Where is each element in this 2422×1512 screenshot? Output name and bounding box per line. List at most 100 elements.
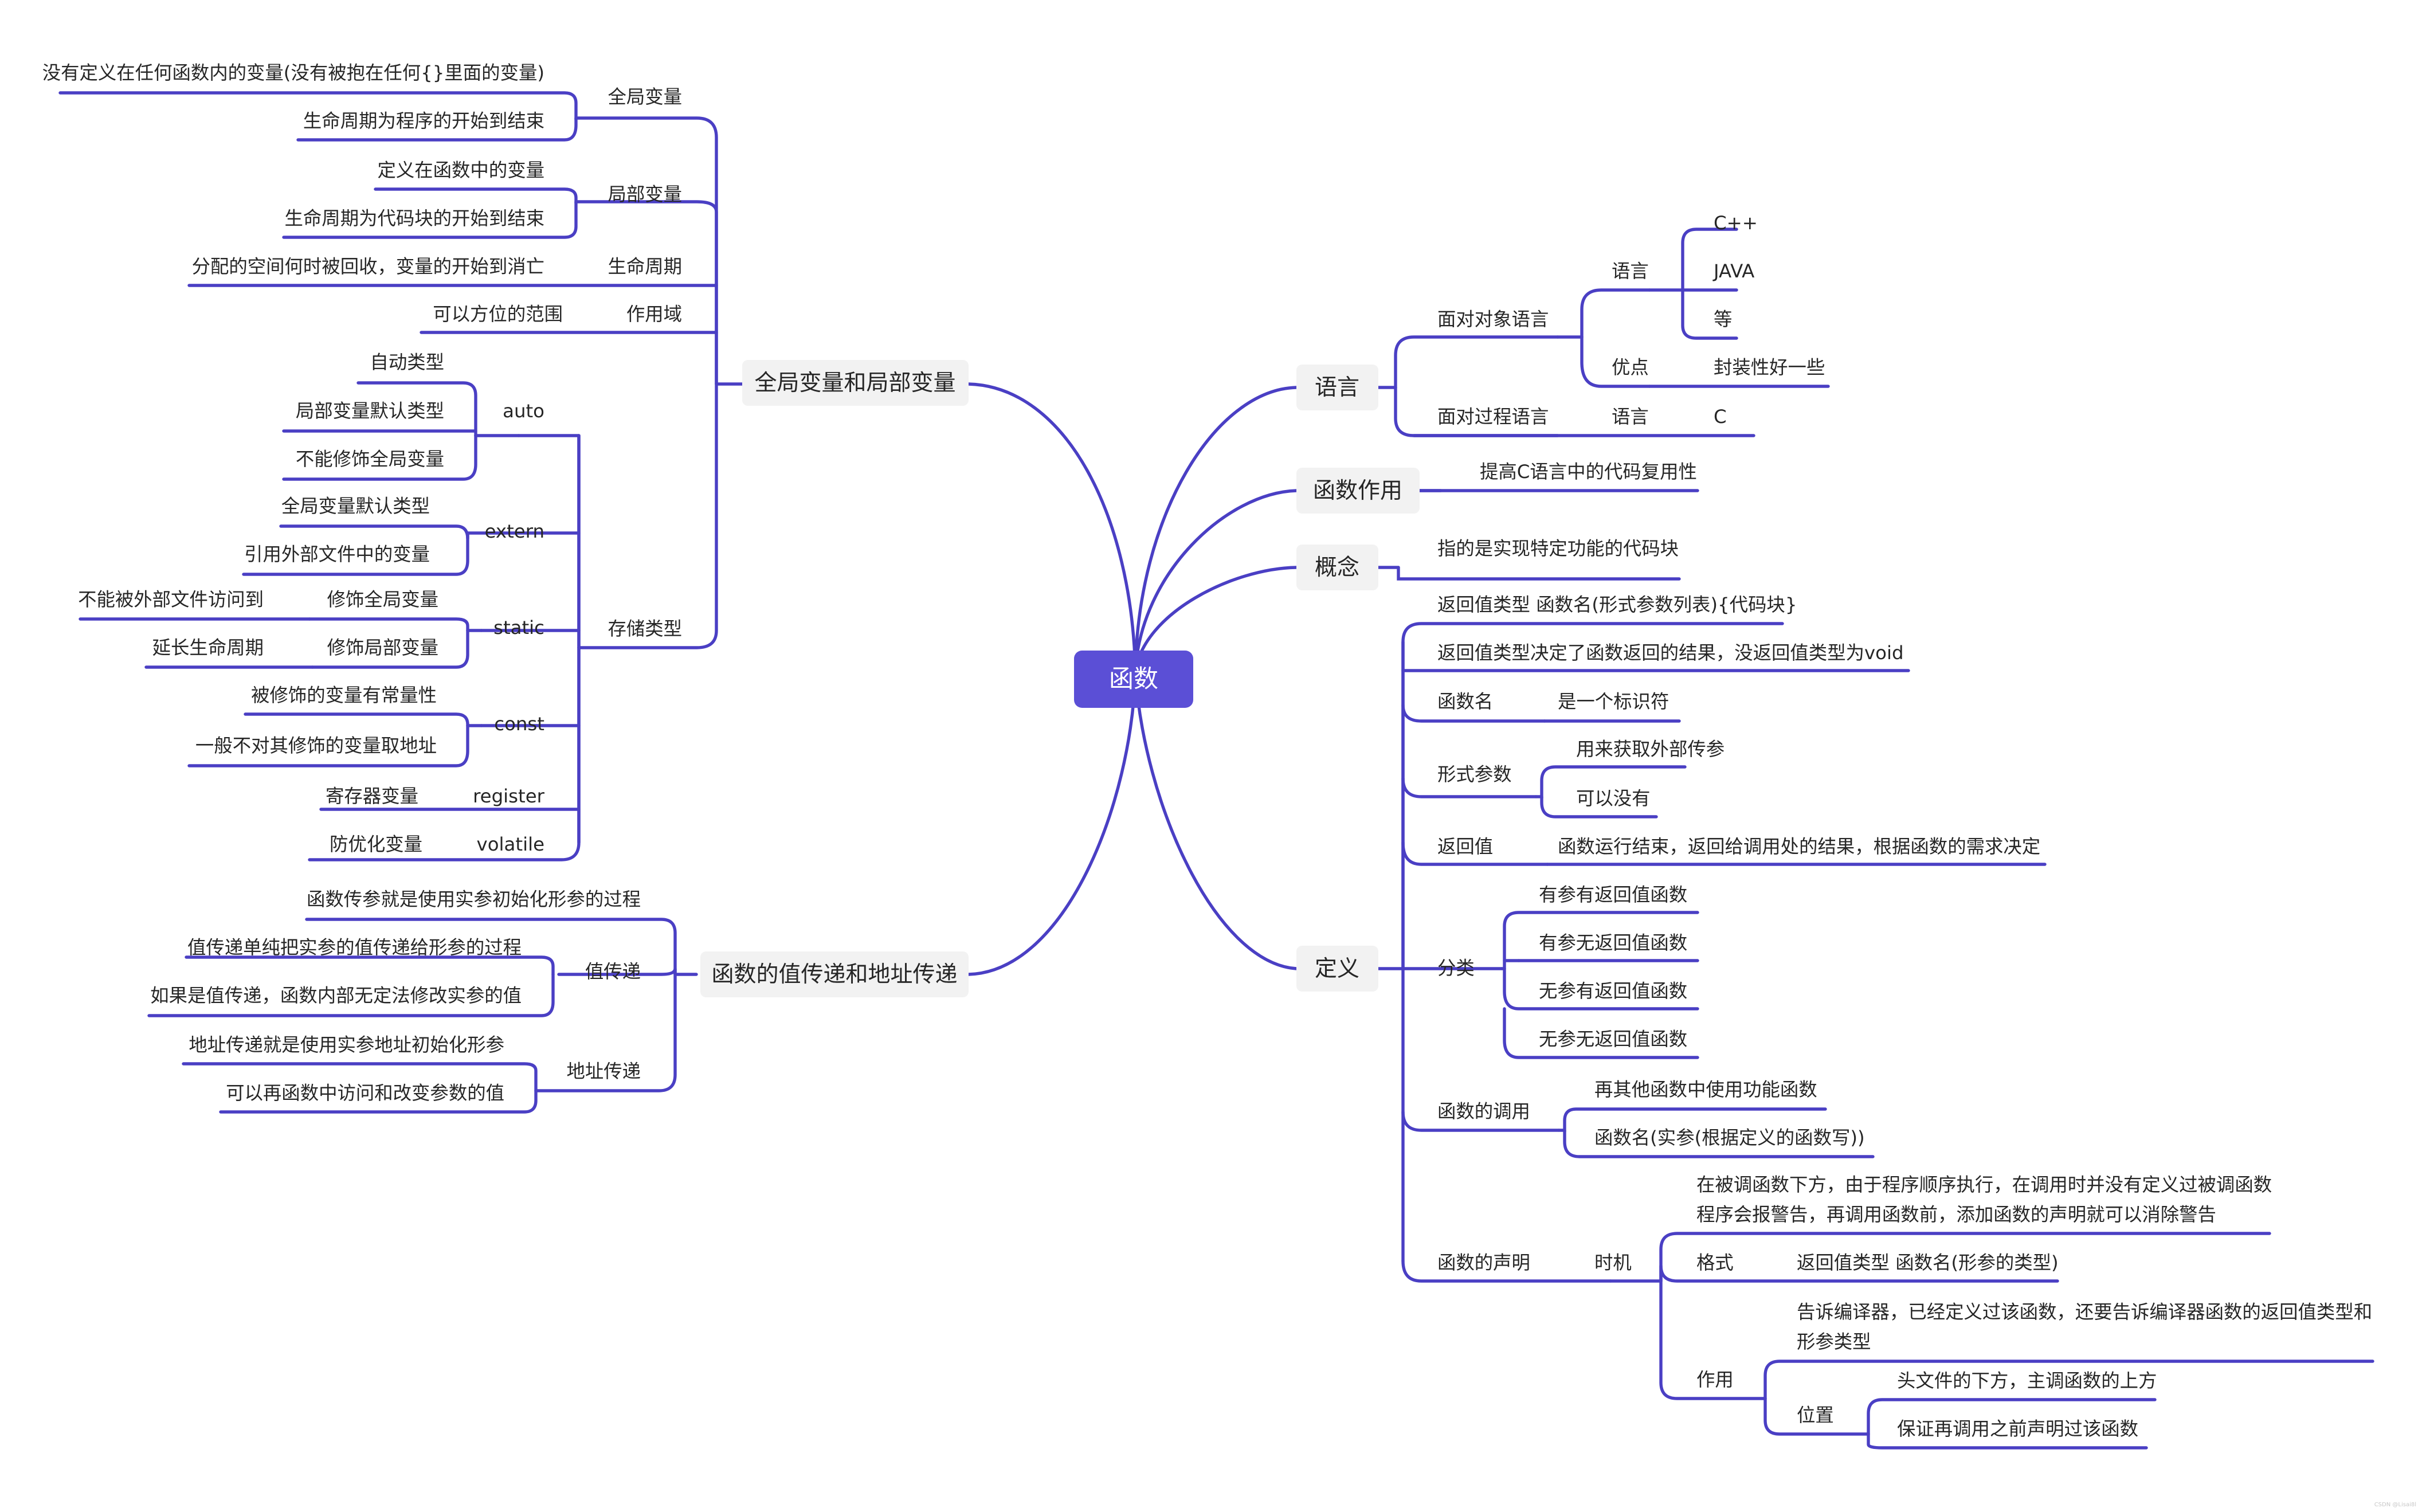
node-def-classify-1[interactable]: 有参有返回值函数 bbox=[1539, 884, 1687, 906]
node-by-value[interactable]: 值传递 bbox=[585, 961, 641, 982]
root-node-box bbox=[1074, 651, 1193, 708]
node-by-value-1[interactable]: 值传递单纯把实参的值传递给形参的过程 bbox=[187, 937, 522, 958]
node-storage[interactable]: 存储类型 bbox=[608, 618, 682, 640]
node-auto-2[interactable]: 局部变量默认类型 bbox=[296, 400, 444, 422]
branch-language[interactable]: 语言 bbox=[1296, 365, 1378, 410]
branch-definition-label: 定义 bbox=[1315, 956, 1359, 982]
branch-global-local-label: 全局变量和局部变量 bbox=[754, 370, 955, 396]
node-def-return-type[interactable]: 返回值类型决定了函数返回的结果，没返回值类型为void bbox=[1437, 642, 1904, 664]
branch-box bbox=[1296, 365, 1378, 410]
branch-box bbox=[1296, 946, 1378, 992]
node-etc[interactable]: 等 bbox=[1714, 308, 1732, 330]
node-global-var[interactable]: 全局变量 bbox=[608, 86, 682, 108]
node-def-timing-line1[interactable]: 在被调函数下方，由于程序顺序执行，在调用时并没有定义过被调函数 bbox=[1696, 1174, 2272, 1196]
node-by-address-2[interactable]: 可以再函数中访问和改变参数的值 bbox=[226, 1082, 504, 1104]
node-auto[interactable]: auto bbox=[503, 400, 544, 422]
node-def-func-name-desc[interactable]: 是一个标识符 bbox=[1558, 691, 1669, 712]
node-static-local-desc[interactable]: 延长生命周期 bbox=[152, 637, 264, 659]
node-lifecycle-desc[interactable]: 分配的空间何时被回收，变量的开始到消亡 bbox=[192, 256, 544, 277]
node-oop[interactable]: 面对对象语言 bbox=[1437, 308, 1549, 330]
node-def-params-1[interactable]: 用来获取外部传参 bbox=[1576, 738, 1725, 760]
node-auto-1[interactable]: 自动类型 bbox=[370, 351, 444, 373]
global-local-subtree: 全局变量 没有定义在任何函数内的变量(没有被抱在任何{}里面的变量) 生命周期为… bbox=[42, 62, 682, 855]
node-local-life[interactable]: 生命周期为代码块的开始到结束 bbox=[285, 207, 544, 229]
root-node[interactable]: 函数 bbox=[1074, 651, 1193, 708]
branch-box bbox=[742, 360, 969, 406]
branch-concept-label: 概念 bbox=[1315, 555, 1359, 581]
node-def-position-2[interactable]: 保证再调用之前声明过该函数 bbox=[1897, 1418, 2138, 1440]
node-by-address[interactable]: 地址传递 bbox=[566, 1060, 641, 1082]
node-advantage-desc[interactable]: 封装性好一些 bbox=[1714, 357, 1825, 378]
node-purpose-desc[interactable]: 提高C语言中的代码复用性 bbox=[1480, 461, 1697, 483]
node-volatile-desc[interactable]: 防优化变量 bbox=[330, 833, 422, 855]
node-local-var[interactable]: 局部变量 bbox=[608, 183, 682, 205]
node-extern[interactable]: extern bbox=[485, 520, 544, 542]
node-def-func-name[interactable]: 函数名 bbox=[1437, 691, 1493, 712]
node-static-global[interactable]: 修饰全局变量 bbox=[327, 589, 438, 610]
node-scope-desc[interactable]: 可以方位的范围 bbox=[433, 303, 563, 325]
node-pop[interactable]: 面对过程语言 bbox=[1437, 406, 1549, 428]
node-def-call-2[interactable]: 函数名(实参(根据定义的函数写)) bbox=[1594, 1127, 1865, 1149]
node-def-format-desc[interactable]: 返回值类型 函数名(形参的类型) bbox=[1797, 1252, 2059, 1274]
node-def-format[interactable]: 格式 bbox=[1696, 1252, 1734, 1274]
language-subtree: 面对对象语言 语言 C++ JAVA 等 优点 封装性好一些 面对过程语言 语言… bbox=[1437, 212, 1825, 428]
node-def-role[interactable]: 作用 bbox=[1696, 1369, 1734, 1390]
node-by-address-1[interactable]: 地址传递就是使用实参地址初始化形参 bbox=[189, 1034, 504, 1056]
node-def-call-1[interactable]: 再其他函数中使用功能函数 bbox=[1594, 1079, 1817, 1100]
node-register[interactable]: register bbox=[473, 785, 545, 807]
node-def-timing-line2[interactable]: 程序会报警告，再调用函数前，添加函数的声明就可以消除警告 bbox=[1696, 1204, 2216, 1225]
node-oop-lang[interactable]: 语言 bbox=[1612, 260, 1649, 282]
node-def-role-line2[interactable]: 形参类型 bbox=[1797, 1331, 1871, 1353]
node-def-params-2[interactable]: 可以没有 bbox=[1576, 788, 1651, 809]
branch-global-local[interactable]: 全局变量和局部变量 bbox=[742, 360, 969, 406]
node-c[interactable]: C bbox=[1714, 406, 1727, 428]
node-extern-1[interactable]: 全局变量默认类型 bbox=[281, 495, 430, 517]
node-by-value-2[interactable]: 如果是值传递，函数内部无定法修改实参的值 bbox=[150, 985, 522, 1006]
node-lifecycle[interactable]: 生命周期 bbox=[608, 256, 682, 277]
node-def-classify[interactable]: 分类 bbox=[1437, 957, 1475, 979]
node-cpp[interactable]: C++ bbox=[1714, 212, 1758, 234]
node-def-return-value-desc[interactable]: 函数运行结束，返回给调用处的结果，根据函数的需求决定 bbox=[1558, 836, 2040, 857]
node-auto-3[interactable]: 不能修饰全局变量 bbox=[296, 448, 444, 470]
branch-box bbox=[1296, 468, 1420, 514]
branch-language-label: 语言 bbox=[1315, 375, 1359, 401]
node-def-classify-4[interactable]: 无参无返回值函数 bbox=[1539, 1028, 1687, 1050]
branch-box bbox=[700, 951, 969, 997]
node-const-2[interactable]: 一般不对其修饰的变量取地址 bbox=[195, 735, 437, 757]
node-def-return-value[interactable]: 返回值 bbox=[1437, 836, 1493, 857]
node-global-def[interactable]: 没有定义在任何函数内的变量(没有被抱在任何{}里面的变量) bbox=[42, 62, 544, 84]
node-scope[interactable]: 作用域 bbox=[626, 303, 682, 325]
node-def-classify-2[interactable]: 有参无返回值函数 bbox=[1539, 932, 1687, 954]
node-def-timing[interactable]: 时机 bbox=[1594, 1252, 1632, 1274]
node-def-call[interactable]: 函数的调用 bbox=[1437, 1100, 1530, 1122]
node-register-desc[interactable]: 寄存器变量 bbox=[326, 785, 418, 807]
node-static-local[interactable]: 修饰局部变量 bbox=[327, 637, 438, 659]
branch-purpose[interactable]: 函数作用 bbox=[1296, 468, 1420, 514]
node-extern-2[interactable]: 引用外部文件中的变量 bbox=[244, 543, 430, 565]
branch-definition[interactable]: 定义 bbox=[1296, 946, 1378, 992]
node-pop-lang[interactable]: 语言 bbox=[1612, 406, 1649, 428]
node-java[interactable]: JAVA bbox=[1712, 260, 1754, 282]
node-def-classify-3[interactable]: 无参有返回值函数 bbox=[1539, 980, 1687, 1002]
branch-value-address[interactable]: 函数的值传递和地址传递 bbox=[700, 951, 969, 997]
node-def-position-1[interactable]: 头文件的下方，主调函数的上方 bbox=[1897, 1370, 2157, 1392]
branch-box bbox=[1296, 545, 1378, 590]
node-volatile[interactable]: volatile bbox=[477, 833, 544, 855]
node-def-params[interactable]: 形式参数 bbox=[1437, 763, 1512, 785]
node-def-position[interactable]: 位置 bbox=[1797, 1404, 1834, 1426]
node-pass-def[interactable]: 函数传参就是使用实参初始化形参的过程 bbox=[307, 888, 641, 910]
root-label: 函数 bbox=[1109, 665, 1158, 694]
branch-concept[interactable]: 概念 bbox=[1296, 545, 1378, 590]
node-advantage[interactable]: 优点 bbox=[1612, 357, 1649, 378]
node-static-global-desc[interactable]: 不能被外部文件访问到 bbox=[78, 589, 264, 610]
node-global-life[interactable]: 生命周期为程序的开始到结束 bbox=[303, 110, 544, 132]
node-def-syntax[interactable]: 返回值类型 函数名(形式参数列表){代码块} bbox=[1437, 594, 1797, 616]
node-concept-desc[interactable]: 指的是实现特定功能的代码块 bbox=[1437, 538, 1679, 559]
node-def-role-line1[interactable]: 告诉编译器，已经定义过该函数，还要告诉编译器函数的返回值类型和 bbox=[1797, 1301, 2372, 1323]
node-def-decl[interactable]: 函数的声明 bbox=[1437, 1252, 1530, 1274]
watermark: CSDN @Lisai8l bbox=[2374, 1502, 2416, 1508]
node-const-1[interactable]: 被修饰的变量有常量性 bbox=[251, 684, 437, 706]
node-const[interactable]: const bbox=[494, 713, 544, 735]
node-static[interactable]: static bbox=[493, 617, 544, 639]
node-local-def[interactable]: 定义在函数中的变量 bbox=[377, 159, 544, 181]
